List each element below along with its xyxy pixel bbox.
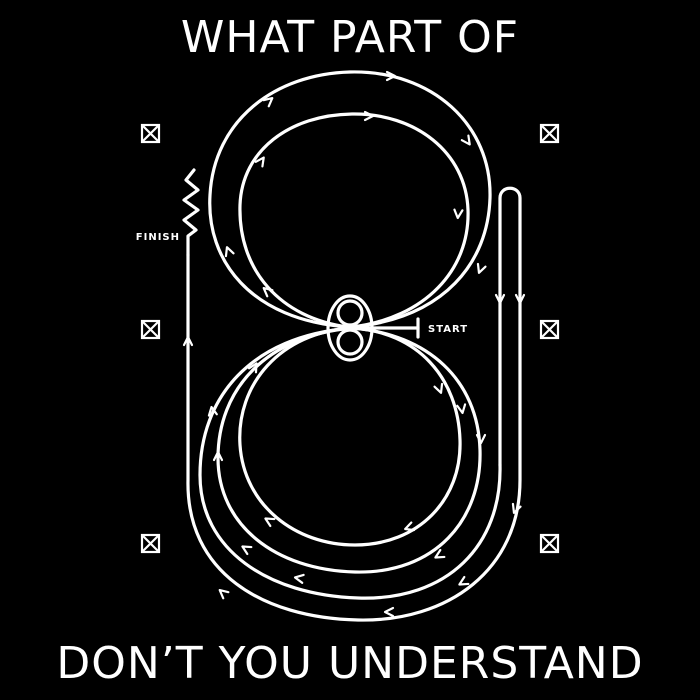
headline-bottom: DON’T YOU UNDERSTAND <box>56 638 644 689</box>
track-upper-inner <box>238 112 470 329</box>
track-lower-outer <box>198 326 502 600</box>
arrow-icon <box>182 70 526 618</box>
center-knot-bottom <box>336 328 364 356</box>
crossed-box-icon <box>539 533 560 554</box>
track-right-return <box>186 186 522 622</box>
start-label: START <box>428 324 468 335</box>
finish-label: FINISH <box>136 232 180 243</box>
crossed-box-icon <box>140 533 161 554</box>
headline-top: WHAT PART OF <box>180 12 520 63</box>
track-lower-middle <box>216 326 482 574</box>
crossed-box-icon <box>140 319 161 340</box>
track-upper-outer <box>208 70 492 329</box>
zigzag-icon <box>182 168 200 257</box>
crossed-box-icon <box>539 123 560 144</box>
track-lower-inner <box>238 326 462 547</box>
crossed-box-icon <box>539 319 560 340</box>
crossed-box-icon <box>140 123 161 144</box>
center-knot-top <box>336 299 364 327</box>
